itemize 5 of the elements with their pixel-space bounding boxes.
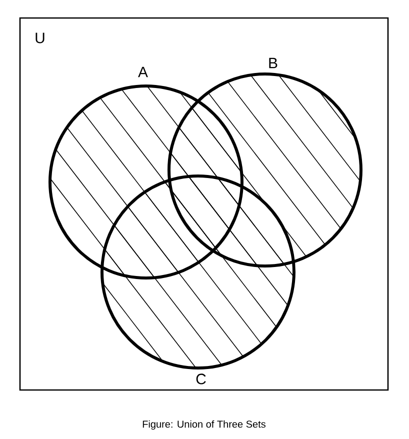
caption: Figure: Union of Three Sets	[142, 420, 266, 430]
set-label: A	[138, 66, 148, 78]
set-label: B	[269, 58, 278, 68]
set-label: C	[196, 374, 206, 384]
set-label: U	[36, 32, 44, 44]
